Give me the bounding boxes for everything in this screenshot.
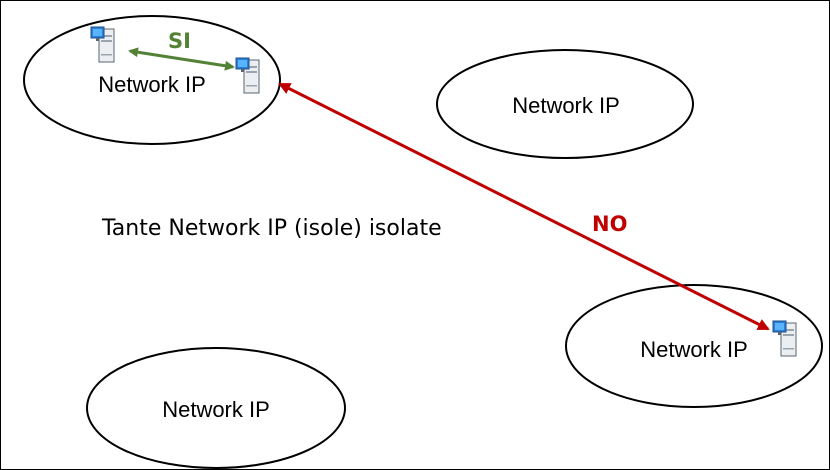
diagram-caption: Tante Network IP (isole) isolate <box>101 216 442 241</box>
network-label-2: Network IP <box>512 93 620 118</box>
computer-icon <box>90 26 115 63</box>
network-ellipse-1 <box>23 15 281 145</box>
allowed-link-arrow <box>128 47 235 71</box>
computer-icon <box>772 320 797 357</box>
network-label-4: Network IP <box>162 397 270 422</box>
network-ellipse-4 <box>86 347 346 469</box>
blocked-link-arrow <box>278 82 770 331</box>
network-label-1: Network IP <box>98 72 206 97</box>
allowed-link-label: SI <box>168 29 191 53</box>
computer-icon <box>235 57 260 94</box>
blocked-link-label: NO <box>592 212 627 236</box>
network-label-3: Network IP <box>640 337 748 362</box>
